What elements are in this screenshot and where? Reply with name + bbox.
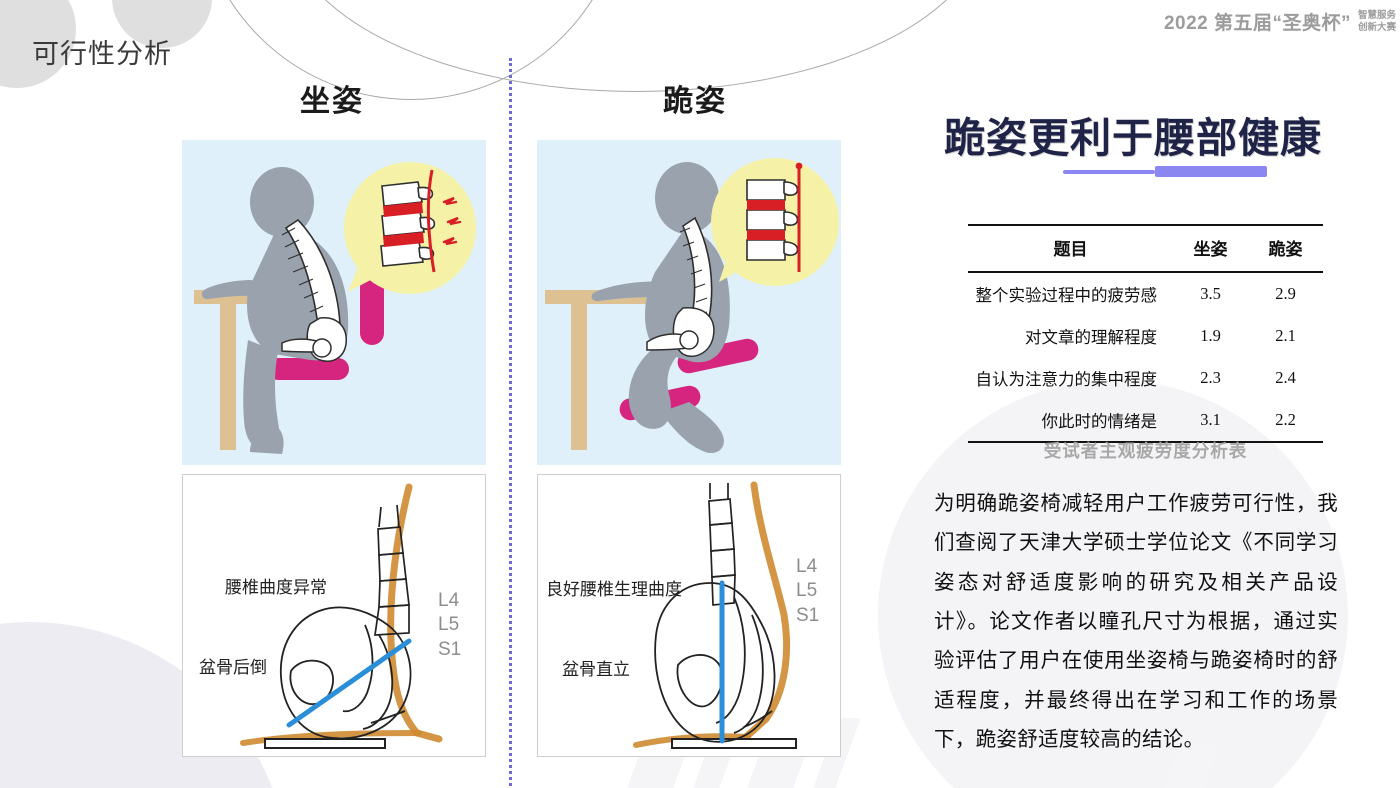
pelvic-tilt-line — [286, 638, 412, 728]
table-header-question: 题目 — [968, 224, 1173, 273]
label-pelvis: 盆骨直立 — [562, 660, 630, 679]
vertebra-label-l5: L5 — [438, 614, 460, 636]
illustration-sitting-posture — [182, 140, 486, 465]
cell-question: 对文章的理解程度 — [1025, 328, 1157, 347]
cell-kneeling: 2.4 — [1275, 368, 1296, 387]
accent-thin-segment — [1063, 169, 1155, 174]
cell-sitting: 1.9 — [1200, 326, 1221, 345]
label-pelvis: 盆骨后倒 — [199, 658, 267, 677]
brand-main-text: 2022 第五届“圣奥杯” — [1163, 13, 1351, 34]
label-lumbar-curve: 腰椎曲度异常 — [225, 578, 327, 597]
diagram-kneeling-spine-xray: 良好腰椎生理曲度 盆骨直立 L4 L5 S1 — [537, 474, 841, 757]
pelvis-bone — [281, 317, 347, 362]
table-header-kneeling: 跪姿 — [1248, 224, 1323, 273]
cell-question: 整个实验过程中的疲劳感 — [975, 286, 1158, 305]
cell-kneeling: 2.9 — [1275, 284, 1296, 303]
lumbar-vertebrae — [708, 483, 736, 606]
vertebra-label-l4: L4 — [796, 556, 818, 577]
brand-sub-line-1: 智慧服务 — [1357, 9, 1396, 21]
cell-sitting: 3.1 — [1173, 399, 1248, 443]
table-header-sitting: 坐姿 — [1173, 224, 1248, 273]
fatigue-analysis-table: 题目 坐姿 跪姿 整个实验过程中的疲劳感 3.5 2.9 对文章的理解程度 1.… — [968, 224, 1323, 443]
pelvis-outline — [279, 606, 412, 740]
sitting-posture-svg — [182, 140, 486, 465]
decor-ring-outline-1 — [196, 0, 626, 100]
table-row: 对文章的理解程度 1.9 2.1 — [968, 315, 1323, 357]
cell-sitting: 2.3 — [1200, 368, 1221, 387]
vertebra-level-labels: L4 L5 S1 — [796, 555, 819, 628]
vertebra-label-l4: L4 — [438, 590, 460, 611]
brand-sub-line-2: 创新大赛 — [1357, 21, 1396, 33]
lumbar-vertebrae — [374, 504, 410, 636]
kneeling-posture-svg — [537, 140, 841, 465]
accent-thick-segment — [1155, 166, 1267, 177]
table-row: 你此时的情绪是 3.1 2.2 — [968, 399, 1323, 443]
table-caption: 受试者主观疲劳度分析表 — [1043, 441, 1248, 461]
table-header-row: 题目 坐姿 跪姿 — [968, 224, 1323, 273]
vertebra-label-s1: S1 — [796, 604, 820, 626]
illustration-kneeling-posture — [537, 140, 841, 465]
cell-kneeling: 2.2 — [1248, 399, 1323, 443]
vertebra-level-labels: L4 L5 S1 — [438, 589, 461, 662]
brand-sub-text: 智慧服务 创新大赛 — [1358, 10, 1396, 34]
kneel-chair-seat — [677, 338, 759, 374]
label-lumbar-curve: 良好腰椎生理曲度 — [546, 580, 682, 599]
page-title: 可行性分析 — [32, 39, 172, 69]
vertical-dotted-divider — [509, 58, 512, 786]
table-row: 整个实验过程中的疲劳感 3.5 2.9 — [968, 272, 1323, 315]
vertebra-label-s1: S1 — [438, 638, 462, 660]
body-paragraph: 为明确跪姿椅减轻用户工作疲劳可行性，我们查阅了天津大学硕士学位论文《不同学习姿态… — [934, 492, 1338, 752]
decor-ring-outline-2 — [286, 0, 986, 92]
pelvis-bone — [646, 307, 715, 358]
diagram-sitting-spine-xray: 腰椎曲度异常 盆骨后倒 L4 L5 S1 — [182, 474, 486, 757]
speech-bubble-vertebrae — [711, 158, 839, 286]
kneeling-xray-svg — [538, 475, 840, 756]
cell-question: 自认为注意力的集中程度 — [975, 370, 1158, 389]
cell-question: 你此时的情绪是 — [968, 399, 1173, 443]
column-heading-kneeling: 跪姿 — [663, 85, 727, 118]
cell-sitting: 3.5 — [1200, 284, 1221, 303]
column-heading-sitting: 坐姿 — [300, 85, 364, 118]
speech-bubble-vertebrae — [344, 162, 476, 294]
brand-lockup: 2022 第五届“圣奥杯” 智慧服务 创新大赛 — [1164, 8, 1396, 35]
sitting-xray-svg — [183, 475, 485, 756]
chair-seat — [267, 358, 349, 380]
title-accent-bar — [1063, 166, 1267, 177]
table-row: 自认为注意力的集中程度 2.3 2.4 — [968, 357, 1323, 399]
section-title: 跪姿更利于腰部健康 — [944, 115, 1322, 161]
vertebra-label-l5: L5 — [796, 580, 818, 602]
cell-kneeling: 2.1 — [1275, 326, 1296, 345]
